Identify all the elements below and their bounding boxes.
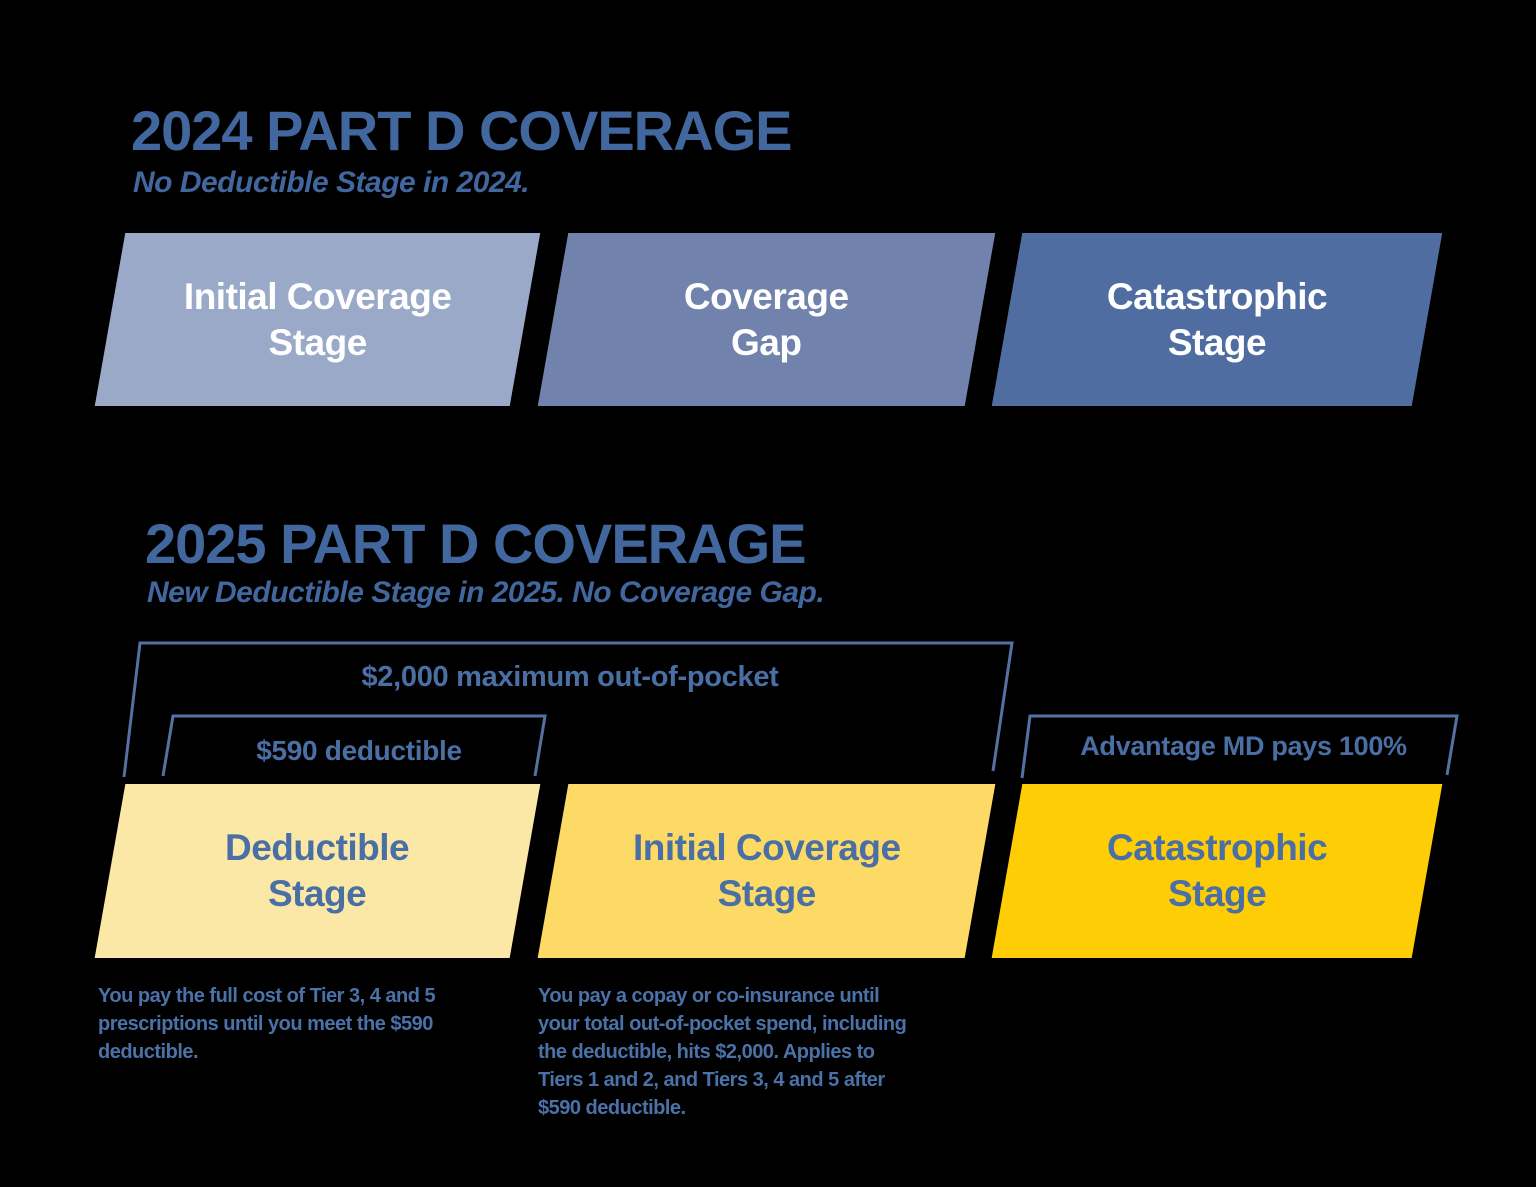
catastrophic-bracket-line bbox=[1020, 714, 1459, 779]
section-title-2024: 2024 PART D COVERAGE bbox=[131, 99, 792, 162]
deductible-bracket-line bbox=[161, 714, 547, 777]
catastrophic-bracket-label: Advantage MD pays 100% bbox=[1080, 731, 1407, 761]
moop-bracket-label: $2,000 maximum out-of-pocket bbox=[361, 661, 779, 693]
note-deductible-stage: You pay the full cost of Tier 3, 4 and 5… bbox=[98, 985, 436, 1063]
stage-label: Deductible Stage bbox=[225, 827, 410, 914]
section-subtitle-2025: New Deductible Stage in 2025. No Coverag… bbox=[147, 576, 825, 609]
moop-bracket-line bbox=[122, 641, 1014, 778]
section-subtitle-2024: No Deductible Stage in 2024. bbox=[133, 166, 530, 199]
section-title-2025: 2025 PART D COVERAGE bbox=[145, 512, 806, 575]
stage-2025-deductible: Deductible Stage bbox=[94, 784, 541, 958]
stage-2025-initial-coverage: Initial Coverage Stage bbox=[537, 784, 996, 958]
deductible-bracket-label: $590 deductible bbox=[256, 735, 462, 766]
stage-label: Catastrophic Stage bbox=[1106, 827, 1328, 914]
stage-label: Initial Coverage Stage bbox=[632, 827, 901, 914]
stage-2025-catastrophic: Catastrophic Stage bbox=[991, 784, 1443, 958]
note-initial-coverage-stage: You pay a copay or co-insurance until yo… bbox=[538, 985, 907, 1119]
